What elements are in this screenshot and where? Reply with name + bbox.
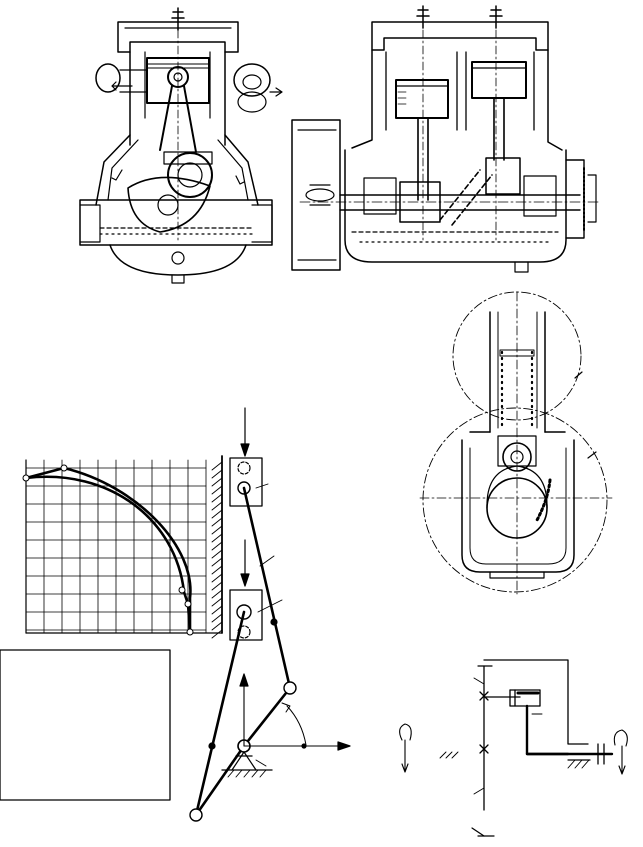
cam-gear-mechanism	[419, 291, 613, 595]
hatch-line	[211, 565, 223, 575]
engine-cross-section	[79, 7, 283, 284]
hatch-line	[211, 485, 223, 495]
hatch-line	[211, 469, 223, 479]
trajectory-point	[22, 474, 30, 482]
hatch-line	[211, 517, 223, 527]
hatch-line	[211, 461, 223, 471]
hatch-line	[211, 533, 223, 543]
hatch-line	[211, 629, 223, 639]
blank-answer-box	[0, 649, 171, 801]
trajectory-point	[186, 628, 194, 636]
hatch-line	[211, 493, 223, 503]
hatch-line	[211, 605, 223, 615]
gear-shaft-schematic	[399, 659, 628, 837]
hatch-line	[211, 597, 223, 607]
hatch-line	[211, 525, 223, 535]
trajectory-curve	[24, 466, 192, 634]
trajectory-curve	[24, 475, 192, 634]
hatch-line	[211, 477, 223, 487]
hatch-line	[211, 549, 223, 559]
hatch-line	[211, 581, 223, 591]
hatch-line	[211, 573, 223, 583]
hatch-line	[211, 541, 223, 551]
hatch-line	[211, 501, 223, 511]
hatch-line	[211, 613, 223, 623]
hatch-line	[211, 509, 223, 519]
trajectory-point	[60, 464, 68, 472]
hatch-line	[211, 621, 223, 631]
displacement-grid-plot	[22, 459, 223, 636]
hatch-line	[211, 589, 223, 599]
trajectory-point	[184, 600, 192, 608]
trajectory-point	[178, 586, 186, 594]
slider-crank-linkage	[189, 407, 351, 822]
engine-longitudinal-section	[291, 5, 601, 273]
hatch-line	[211, 557, 223, 567]
